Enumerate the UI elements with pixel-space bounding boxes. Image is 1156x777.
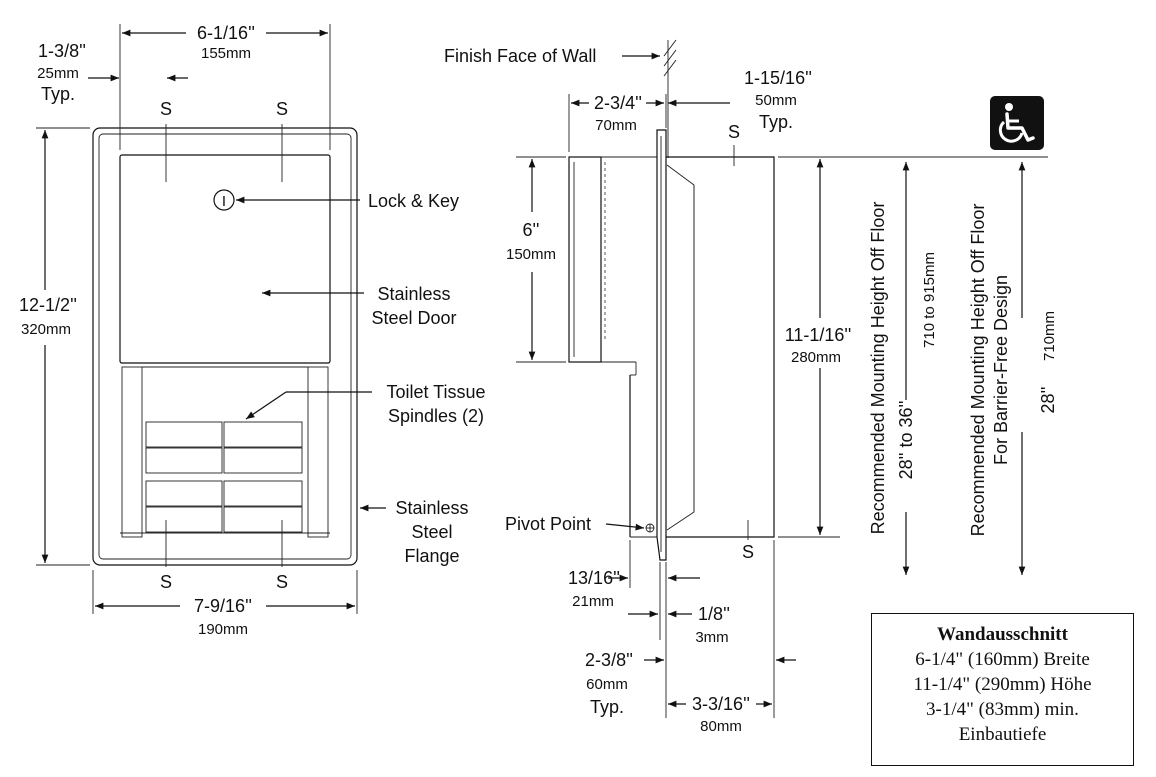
proj-typ: Typ. [590,697,624,717]
side-view: Finish Face of Wall Pivot Point S S [444,39,1048,735]
height-mm: 320mm [21,321,71,338]
offset-typ: Typ. [41,84,75,104]
lock-symbol: I [222,193,226,210]
callout-door-1: Stainless [377,284,450,304]
recess-mm: 80mm [700,718,742,735]
width-top-mm: 155mm [201,45,251,62]
depth-back-typ: Typ. [759,112,793,132]
callout-spindles-1: Toilet Tissue [386,382,485,402]
screw-mark: S [728,122,740,142]
door-h-in: 6'' [523,220,540,240]
body-h-in: 11-1/16'' [785,325,852,345]
mounting-heights: Recommended Mounting Height Off Floor 28… [868,96,1058,575]
depth-front-mm: 70mm [595,117,637,134]
body-h-mm: 280mm [791,349,841,366]
offset-mm: 25mm [37,65,79,82]
screw-mark: S [742,542,754,562]
height-in: 12-1/2'' [19,295,77,315]
screw-mark: S [160,99,172,119]
callout-spindles-2: Spindles (2) [388,406,484,426]
bf-height-in: 28'' [1038,387,1058,414]
stainless-steel-door [119,154,331,364]
rec-range-in: 28'' to 36'' [896,401,916,480]
front-view: I S S S S 6-1/16'' 155mm [19,23,485,638]
note-title: Wandausschnitt [937,624,1068,645]
recessed-body [666,156,775,538]
screw-mark: S [160,572,172,592]
note-line-2: 11-1/4" (290mm) Höhe [913,674,1092,695]
bf-height-label-1: Recommended Mounting Height Off Floor [968,204,988,537]
rec-height-label: Recommended Mounting Height Off Floor [868,202,888,535]
width-bottom-mm: 190mm [198,621,248,638]
proj-mm: 60mm [586,676,628,693]
callout-flange-3: Flange [404,546,459,566]
pivot-off-mm: 21mm [572,593,614,610]
width-bottom-in: 7-9/16'' [194,596,252,616]
callout-door-2: Steel Door [371,308,456,328]
finish-face-label: Finish Face of Wall [444,46,596,66]
side-flange [656,129,667,561]
callout-flange-2: Steel [411,522,452,542]
wheelchair-icon [990,96,1044,150]
note-line-3: 3-1/4" (83mm) min. [926,699,1079,720]
recess-in: 3-3/16'' [692,694,750,714]
bf-height-label-2: For Barrier-Free Design [991,275,1011,465]
left-post [121,366,143,538]
offset-in: 1-3/8'' [38,41,86,61]
depth-back-in: 1-15/16'' [744,68,812,88]
wall-opening-note: Wandausschnitt 6-1/4" (160mm) Breite 11-… [871,613,1134,766]
door-h-mm: 150mm [506,246,556,263]
lock-icon [213,189,235,211]
tissue-rolls [145,421,303,533]
pivot-off-in: 13/16'' [568,568,620,588]
depth-front-in: 2-3/4'' [594,93,642,113]
flange-mm: 3mm [695,629,728,646]
rec-range-mm: 710 to 915mm [921,252,938,348]
callout-flange-1: Stainless [395,498,468,518]
note-line-4: Einbautiefe [958,724,1047,745]
depth-back-mm: 50mm [755,92,797,109]
pivot-label: Pivot Point [505,514,591,534]
flange-in: 1/8'' [698,604,730,624]
screw-mark: S [276,572,288,592]
callout-lock: Lock & Key [368,191,459,211]
flange-outline [92,127,358,566]
bf-height-mm: 710mm [1041,311,1058,361]
flange-inner [98,133,352,560]
proj-in: 2-3/8'' [585,650,633,670]
width-top-in: 6-1/16'' [197,23,255,43]
right-post [307,366,329,538]
note-line-1: 6-1/4" (160mm) Breite [915,649,1090,670]
side-door [568,156,602,363]
screw-mark: S [276,99,288,119]
